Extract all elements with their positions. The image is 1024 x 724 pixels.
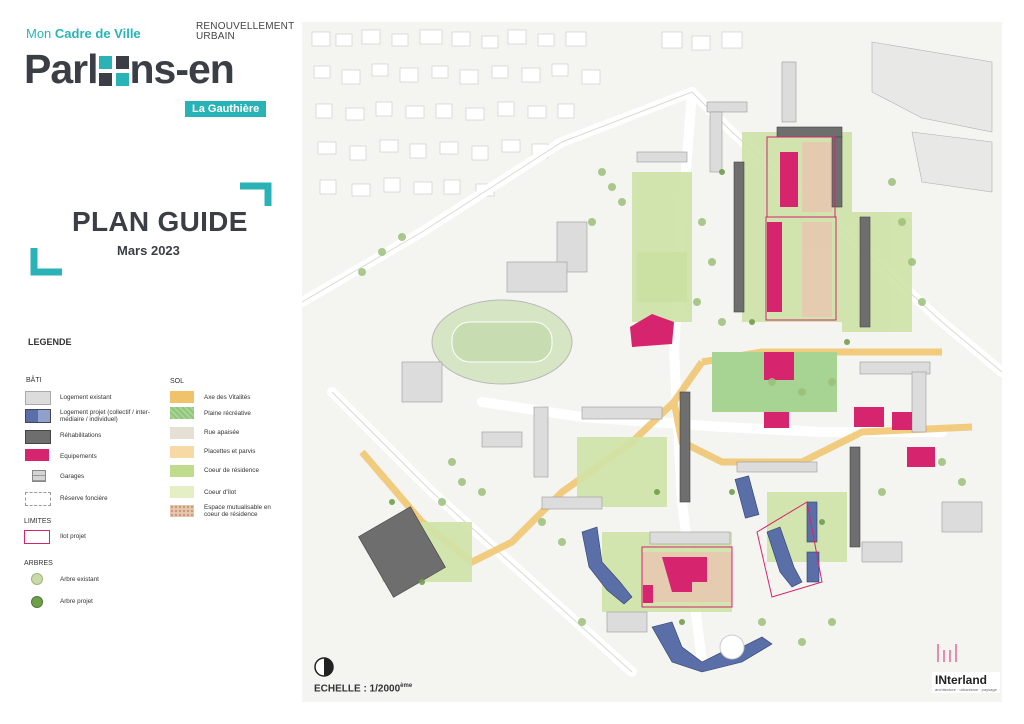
rehabilitations [358, 126, 871, 598]
legend-swatch-reserve-fonciere [25, 492, 51, 506]
logement-projet [581, 475, 820, 673]
scale-text: ECHELLE : 1/2000 [314, 683, 401, 695]
residential-parcels-nw [311, 29, 743, 197]
legend-bati-heading: BÂTI [26, 377, 42, 384]
logo-text-left: Parl [24, 46, 98, 92]
brand-prefix: Mon [26, 26, 52, 41]
ilot-projet-limits [641, 136, 837, 608]
legend-tree-project-icon [31, 596, 43, 608]
map-drawing [302, 22, 1002, 702]
legend-swatch-garages [32, 470, 46, 482]
legend-label-espace-mutualisable-line1: Espace mutualisable en [204, 504, 271, 511]
legend-label-logement-projet-line2: médiaire / individuel) [60, 416, 118, 423]
legend-label-logement-projet: Logement projet (collectif / inter-média… [60, 409, 150, 423]
legend-arbres-heading: ARBRES [24, 560, 53, 567]
trees [358, 168, 966, 646]
roundabout [719, 634, 745, 660]
equipements [630, 152, 935, 603]
scale-sup: ème [400, 683, 413, 689]
legend-swatch-rue-apaisee [170, 427, 194, 439]
legend-label-axe-vitalites: Axe des Vitalités [204, 394, 251, 401]
legend-label-coeur-ilot: Coeur d'îlot [204, 489, 237, 496]
legend-label-plaine-recreative: Plaine récréative [204, 410, 251, 417]
logo-text-right: ns-en [129, 46, 235, 92]
legend-label-rehabilitations: Réhabilitations [60, 432, 102, 439]
hul-logo-icon [937, 644, 957, 662]
legend-label-reserve-fonciere: Réserve foncière [60, 495, 108, 502]
agency-name: INterland [935, 673, 988, 687]
plan-guide-map [302, 22, 1002, 702]
legend-label-coeur-residence: Coeur de résidence [204, 467, 259, 474]
buildings-ne [871, 41, 993, 193]
legend-label-placettes-parvis: Placettes et parvis [204, 448, 256, 455]
district-badge: La Gauthière [185, 101, 267, 117]
legend-label-logement-existant: Logement existant [60, 394, 112, 401]
legend-tree-existing-icon [31, 573, 43, 585]
legend-limites-heading: LIMITES [24, 518, 52, 525]
legend-swatch-placettes-parvis [170, 446, 194, 458]
legend-sol-heading: SOL [170, 378, 185, 385]
legend-swatch-rehabilitations [25, 430, 51, 444]
legend-label-logement-projet-line1: Logement projet (collectif / inter- [60, 409, 150, 416]
legend-swatch-logement-existant [25, 391, 51, 405]
page-title: PLAN GUIDE [72, 206, 248, 237]
legend-label-equipements: Equipements [60, 453, 97, 460]
legend-title: LEGENDE [28, 337, 72, 347]
legend-swatch-ilot-projet [24, 530, 50, 544]
legend-swatch-coeur-ilot [170, 486, 194, 498]
legend-swatch-axe-vitalites [170, 391, 194, 403]
legend-label-rue-apaisee: Rue apaisée [204, 429, 240, 436]
brand-mon-cadre-de-ville: Mon Cadre de Ville [26, 26, 141, 41]
parlons-en-logo: Parl ns-en [24, 46, 235, 93]
legend-label-garages: Garages [60, 473, 85, 480]
legend-swatch-plaine-recreative [170, 407, 194, 419]
agency-tagline: architecture · urbanisme · paysage [935, 687, 997, 692]
brand-name: Cadre de Ville [54, 26, 141, 41]
legend-label-arbre-existant: Arbre existant [60, 576, 99, 583]
legend-label-ilot-projet: Ilot projet [60, 533, 86, 540]
corner-bracket-top-icon [240, 182, 272, 206]
scale-label: ECHELLE : 1/2000ème [314, 683, 412, 694]
agency-logo: INterland architecture · urbanisme · pay… [932, 672, 1000, 693]
program-label: RENOUVELLEMENT URBAIN [196, 22, 294, 42]
north-arrow-icon [314, 657, 334, 677]
program-line1: RENOUVELLEMENT [196, 21, 295, 32]
legend-swatch-espace-mutualisable [170, 505, 194, 517]
trees-project [389, 169, 850, 625]
legend-label-arbre-projet: Arbre projet [60, 598, 93, 605]
legend-label-espace-mutualisable-line2: coeur de résidence [204, 511, 258, 518]
program-line2: URBAIN [196, 31, 235, 42]
logement-existant [401, 61, 983, 633]
legend-swatch-logement-projet [25, 409, 51, 423]
espace-mutualisable [642, 142, 832, 602]
legend-swatch-equipements [25, 449, 49, 461]
legend-swatch-coeur-residence [170, 465, 194, 477]
corner-bracket-bottom-icon [30, 248, 62, 276]
page-subtitle-date: Mars 2023 [117, 243, 180, 258]
logo-square-icon [98, 56, 129, 86]
sports-field [431, 299, 573, 385]
